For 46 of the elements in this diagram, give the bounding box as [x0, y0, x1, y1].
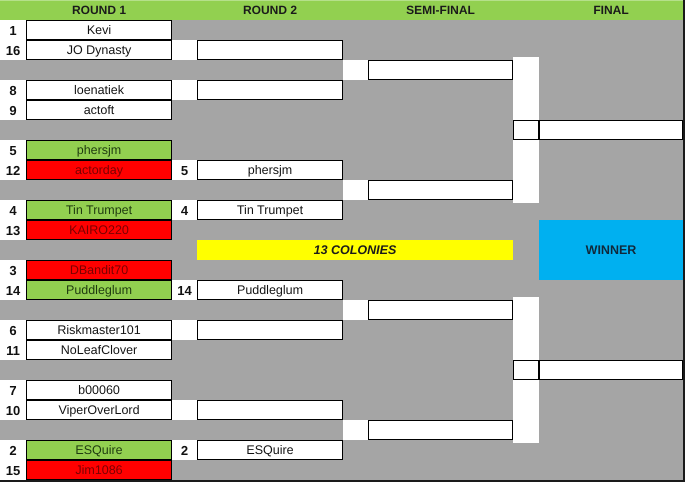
player-slot: actoft — [26, 100, 172, 120]
column-header: ROUND 2 — [242, 2, 298, 19]
seed-number: 10 — [0, 400, 26, 420]
seed-number: 5 — [172, 160, 197, 180]
player-slot: Puddleglum — [197, 280, 343, 300]
player-slot: NoLeafClover — [26, 340, 172, 360]
player-slot: Riskmaster101 — [26, 320, 172, 340]
seed-number: 7 — [0, 380, 26, 400]
seed-number: 5 — [0, 140, 26, 160]
player-slot: JO Dynasty — [26, 40, 172, 60]
seed-number: 8 — [0, 80, 26, 100]
player-slot: ViperOverLord — [26, 400, 172, 420]
seed-number: 15 — [0, 460, 26, 480]
seed-number: 2 — [0, 440, 26, 460]
seed-number: 4 — [172, 200, 197, 220]
seed-number: 6 — [0, 320, 26, 340]
player-slot: Tin Trumpet — [26, 200, 172, 220]
seed-number: 14 — [172, 280, 197, 300]
seed-number: 1 — [0, 20, 26, 40]
player-slot: Jim1086 — [26, 460, 172, 480]
seed-number: 16 — [0, 40, 26, 60]
seed-number: 9 — [0, 100, 26, 120]
player-slot: DBandit70 — [26, 260, 172, 280]
column-header: FINAL — [592, 2, 630, 19]
title-banner: 13 COLONIES — [197, 240, 513, 260]
player-slot: b00060 — [26, 380, 172, 400]
seed-number: 11 — [0, 340, 26, 360]
seed-number: 13 — [0, 220, 26, 240]
seed-number: 3 — [0, 260, 26, 280]
seed-number: 14 — [0, 280, 26, 300]
player-slot: loenatiek — [26, 80, 172, 100]
column-header: SEMI-FINAL — [405, 2, 476, 19]
player-slot: actorday — [26, 160, 172, 180]
player-slot: ESQuire — [197, 440, 343, 460]
column-header: ROUND 1 — [70, 2, 127, 19]
player-slot: Puddleglum — [26, 280, 172, 300]
seed-number: 12 — [0, 160, 26, 180]
seed-number: 4 — [0, 200, 26, 220]
player-slot: KAIRO220 — [26, 220, 172, 240]
winner-panel: WINNER — [539, 220, 683, 280]
player-slot: phersjm — [197, 160, 343, 180]
player-slot: ESQuire — [26, 440, 172, 460]
player-slot: phersjm — [26, 140, 172, 160]
player-slot: Tin Trumpet — [197, 200, 343, 220]
player-slot: Kevi — [26, 20, 172, 40]
seed-number: 2 — [172, 440, 197, 460]
